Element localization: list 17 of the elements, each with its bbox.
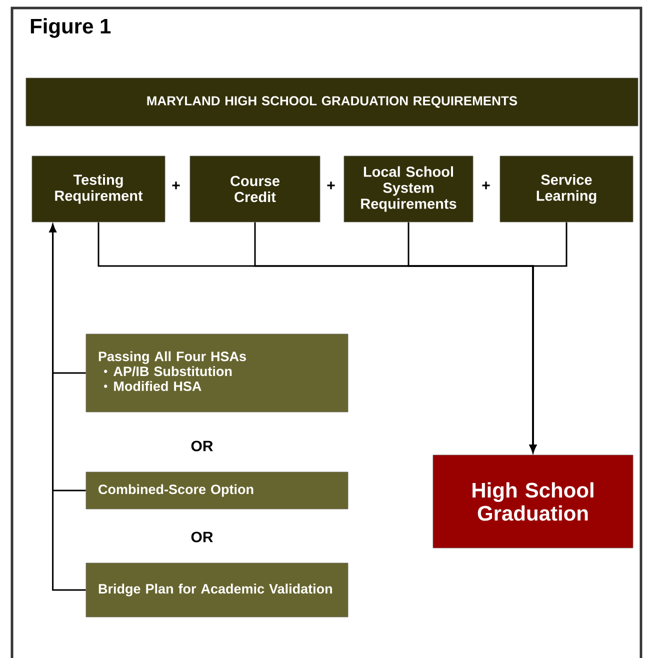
- or-label: OR: [191, 532, 213, 542]
- banner: MARYLAND HIGH SCHOOL GRADUATION REQUIREMENTS: [26, 78, 638, 126]
- connector-arrow: [49, 224, 86, 591]
- connector-arrow: [530, 222, 568, 453]
- requirement-box: Service Learning: [500, 156, 634, 222]
- option-box: Passing All Four HSAs AP/IB Substitution Modified HSA: [86, 334, 348, 412]
- option-box: Bridge Plan for Academic Validation: [86, 562, 348, 618]
- figure-title: Figure 1: [30, 18, 111, 38]
- plus-sign: +: [327, 182, 335, 190]
- option-box: Combined-Score Option: [86, 472, 348, 510]
- requirement-box: Local School System Requirements: [344, 156, 474, 222]
- or-label: OR: [191, 440, 213, 452]
- plus-sign: +: [172, 182, 180, 190]
- plus-sign: +: [482, 182, 490, 190]
- result-box: High School Graduation: [432, 454, 634, 548]
- requirement-box: Course Credit: [190, 156, 320, 222]
- requirement-box: Testing Requirement: [32, 156, 166, 222]
